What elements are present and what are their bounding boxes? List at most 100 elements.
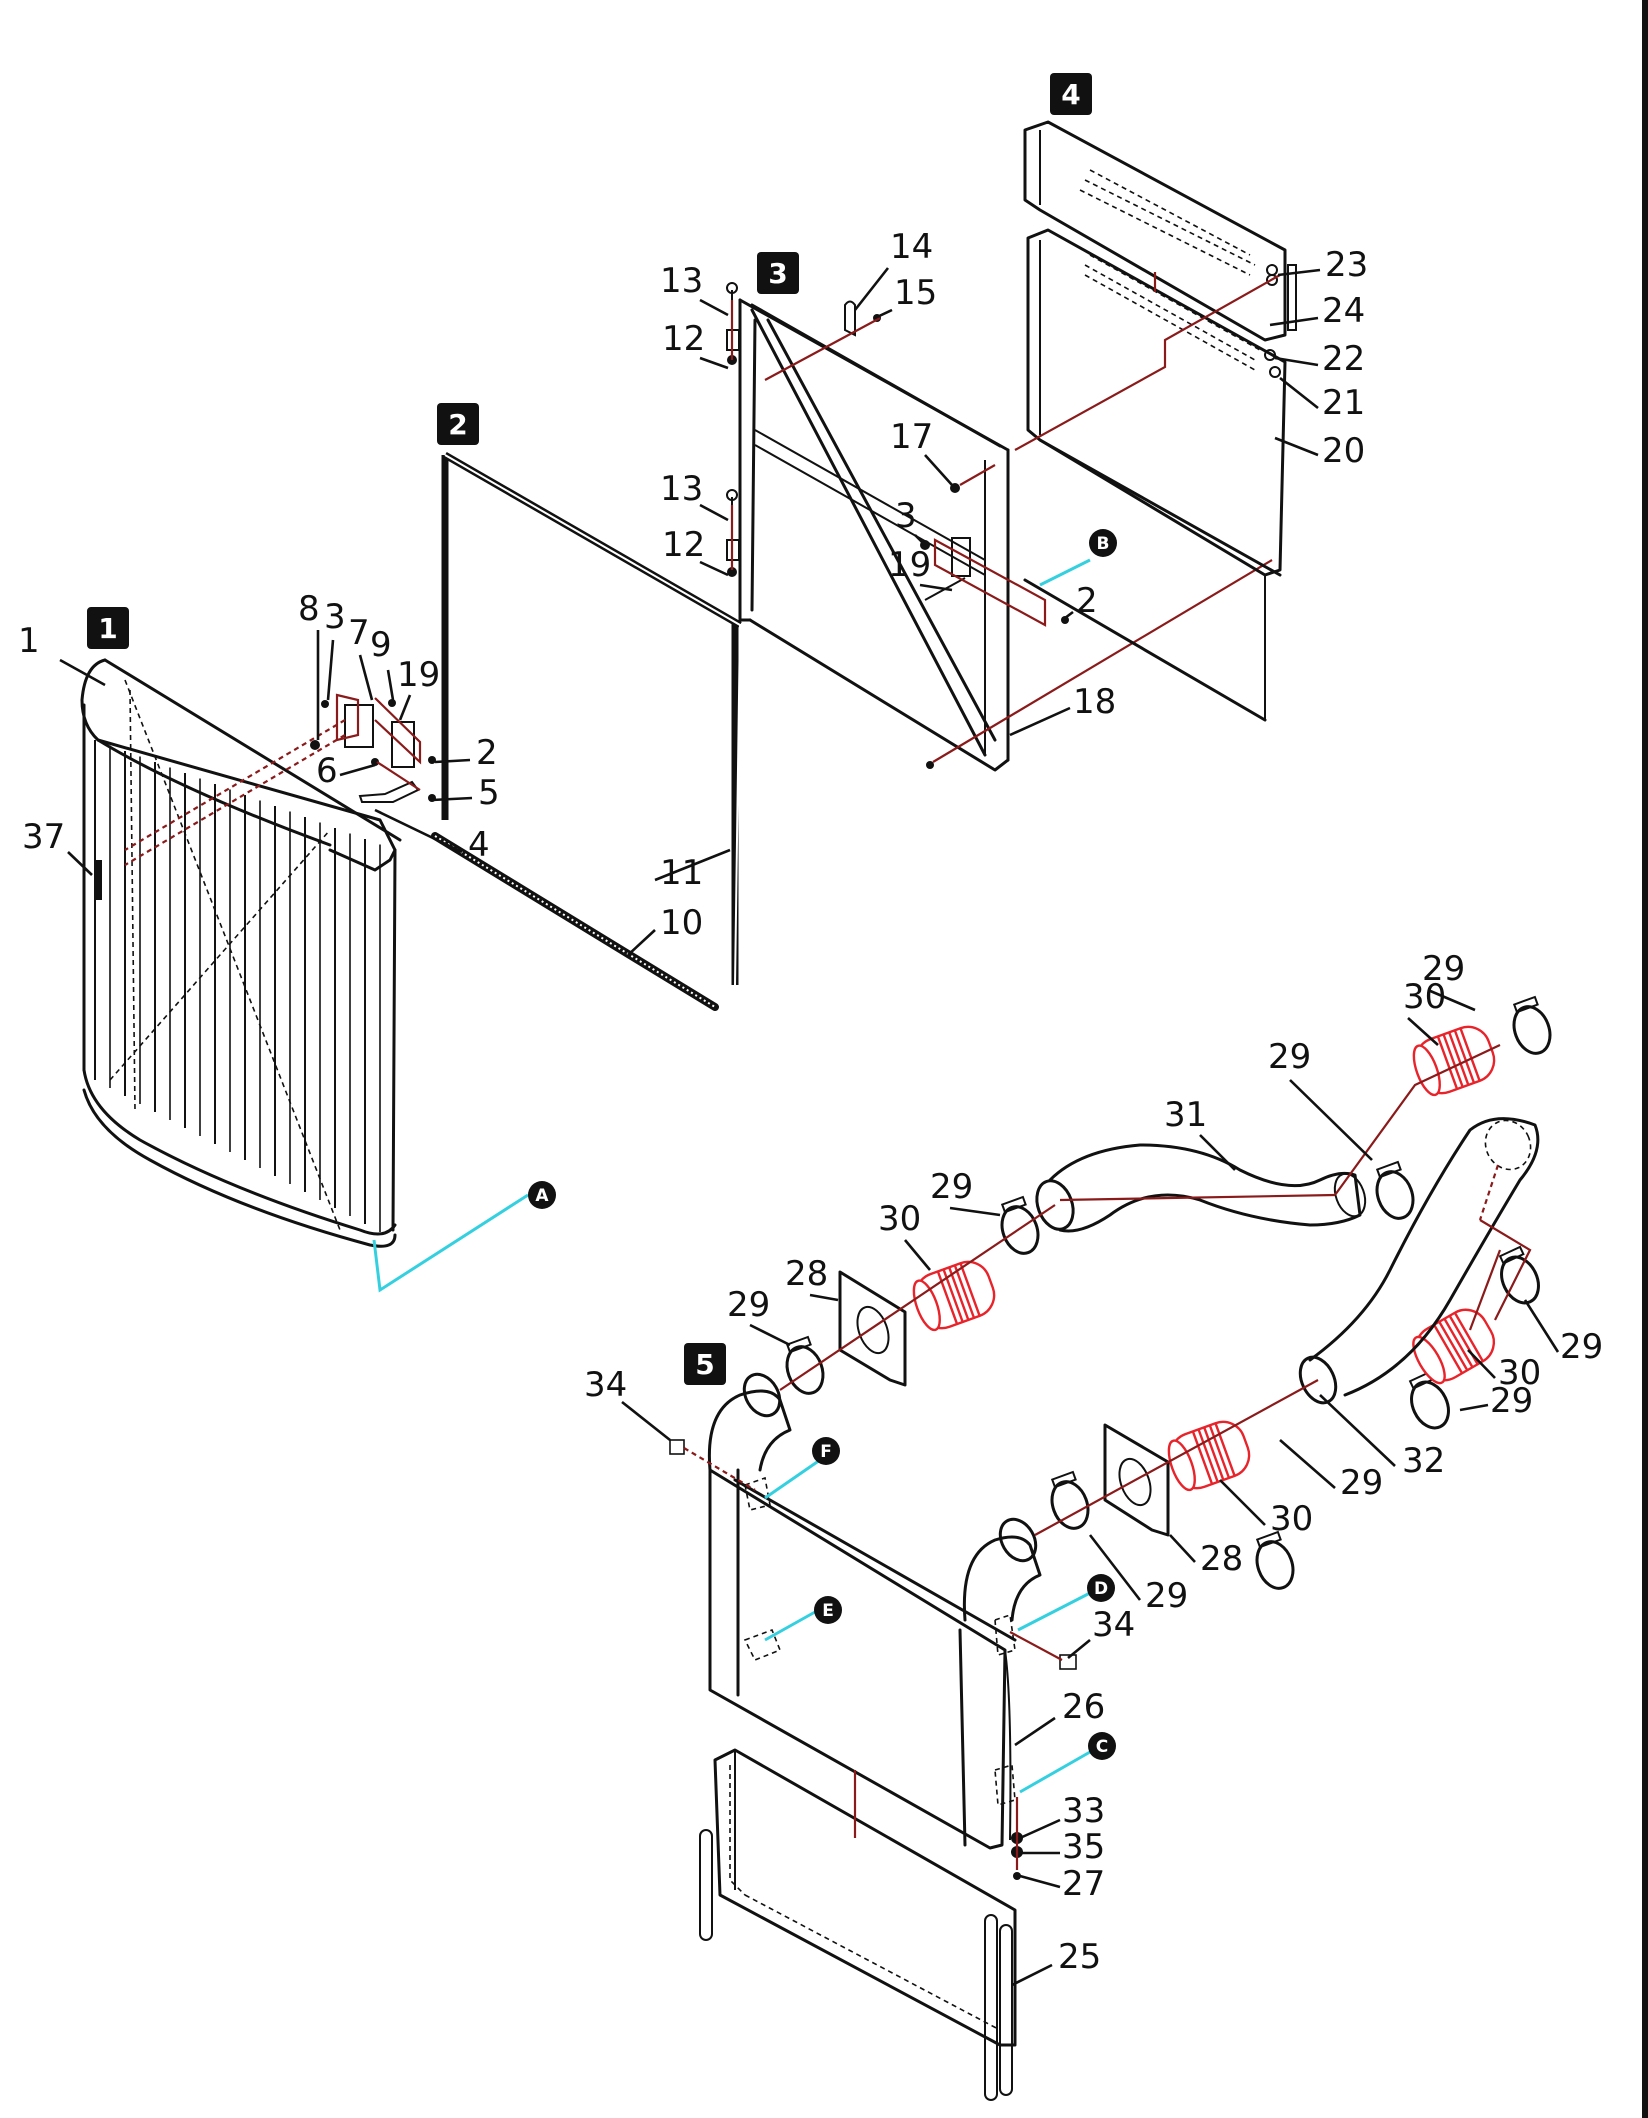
stand-25	[713, 1748, 1017, 2047]
callout-label-34: 34	[584, 1365, 627, 1405]
cooler-core-26	[708, 1468, 1007, 1850]
callout-label-19: 19	[397, 655, 440, 695]
callout-label-18: 18	[1073, 682, 1116, 722]
leader-line-18	[1009, 706, 1071, 737]
bolt-8	[310, 740, 320, 750]
callout-label-9: 9	[370, 625, 392, 665]
callout-label-29: 29	[1422, 949, 1465, 989]
upper-side-panel	[1023, 120, 1287, 342]
silicone-boot-30	[912, 1260, 996, 1332]
leader-line-15	[874, 308, 893, 320]
callout-label-30: 30	[1498, 1353, 1541, 1393]
callout-label-26: 26	[1062, 1687, 1105, 1727]
silicone-boot-30	[1412, 1025, 1496, 1097]
reference-marker-label: A	[535, 1186, 549, 1206]
assembly-badge-5: 5	[684, 1343, 726, 1385]
leader-line-20	[1274, 436, 1319, 457]
leader-line-3	[326, 639, 335, 701]
callout-label-29: 29	[1560, 1327, 1603, 1367]
callout-label-17: 17	[890, 417, 933, 457]
leader-line-24	[1269, 316, 1319, 327]
latch-handle	[358, 780, 420, 803]
leader-line-19	[398, 694, 412, 721]
reference-marker-E: E	[814, 1596, 842, 1624]
assembly-badge-1: 1	[87, 607, 129, 649]
bracket-e	[743, 1628, 782, 1662]
callout-label-24: 24	[1322, 291, 1365, 331]
callout-label-29: 29	[1340, 1463, 1383, 1503]
leader-line-29	[1088, 1534, 1142, 1601]
reference-marker-label: C	[1096, 1737, 1108, 1757]
callout-label-2: 2	[476, 733, 498, 773]
latch-19	[951, 537, 971, 577]
callout-label-30: 30	[1403, 977, 1446, 1017]
callout-label-20: 20	[1322, 431, 1365, 471]
callout-label-23: 23	[1325, 245, 1368, 285]
stand-leg-right	[984, 1914, 998, 2101]
leader-line-19	[919, 583, 953, 592]
leader-line-22	[1274, 356, 1319, 367]
screw-3	[321, 700, 329, 708]
callout-label-14: 14	[890, 227, 933, 267]
callout-label-10: 10	[660, 903, 703, 943]
hose-clamp-29	[1000, 1205, 1040, 1255]
bracket-c	[994, 1763, 1016, 1807]
hose-clamp-29	[1375, 1170, 1415, 1220]
adapter-plate-28-lower	[1103, 1423, 1170, 1537]
callout-label-25: 25	[1058, 1937, 1101, 1977]
shroud-frame-assembly	[726, 282, 1273, 772]
leader-line-33	[1019, 1818, 1061, 1840]
leader-line-6	[339, 763, 376, 777]
callout-label-33: 33	[1062, 1791, 1105, 1831]
bolt-17	[950, 483, 960, 493]
leader-line-37	[67, 851, 93, 876]
hose-clamp-29	[1500, 1255, 1540, 1305]
leader-line-23	[1277, 268, 1321, 277]
leader-line-30	[1407, 1017, 1439, 1046]
callout-label-34: 34	[1092, 1605, 1135, 1645]
callout-label-5: 5	[478, 773, 500, 813]
leader-line-26	[1014, 1716, 1056, 1747]
reference-marker-F: F	[812, 1437, 840, 1465]
leader-line-29	[1279, 1439, 1336, 1489]
assembly-badge-label: 4	[1061, 78, 1080, 111]
assembly-badge-label: 3	[768, 257, 787, 290]
silicone-boot-30	[1167, 1420, 1251, 1492]
callout-label-11: 11	[660, 853, 703, 893]
bracket-f	[744, 1476, 771, 1511]
charge-pipe-32	[1308, 1117, 1540, 1397]
lower-side-panel-20	[1026, 228, 1287, 577]
screen-frame-assembly	[441, 451, 742, 986]
leader-line-1	[59, 658, 106, 687]
washer-6	[371, 758, 379, 766]
callout-label-30: 30	[1270, 1499, 1313, 1539]
assembly-badges: 1 2 3 4 5	[87, 73, 1092, 1385]
leader-line-21	[1279, 376, 1319, 410]
callout-label-27: 27	[1062, 1864, 1105, 1904]
callout-label-30: 30	[878, 1199, 921, 1239]
grille-right-edge	[391, 848, 397, 1232]
callout-label-13: 13	[660, 261, 703, 301]
bolt-23	[1266, 264, 1278, 276]
leader-line-13	[699, 503, 729, 522]
bolt-18	[926, 761, 934, 769]
stand-leg-left	[699, 1829, 713, 1941]
clamp-screw	[1000, 1195, 1027, 1214]
callout-label-15: 15	[894, 273, 937, 313]
leader-line-13	[699, 298, 729, 317]
left-elbow	[707, 1389, 792, 1472]
callout-label-28: 28	[1200, 1539, 1243, 1579]
leader-line-11	[654, 848, 731, 882]
callout-label-2: 2	[1076, 581, 1098, 621]
hose-clamp-29	[1255, 1540, 1295, 1590]
reference-marker-B: B	[1089, 529, 1117, 557]
clamp-screw	[1512, 995, 1539, 1014]
leader-line-29	[949, 1206, 1001, 1217]
callout-label-3: 3	[895, 496, 917, 536]
reference-marker-D: D	[1087, 1574, 1115, 1602]
assembly-badge-label: 2	[448, 408, 467, 441]
leader-line-7	[358, 654, 374, 701]
callout-leader-lines	[59, 267, 1560, 1987]
clamp-screw	[785, 1335, 812, 1354]
